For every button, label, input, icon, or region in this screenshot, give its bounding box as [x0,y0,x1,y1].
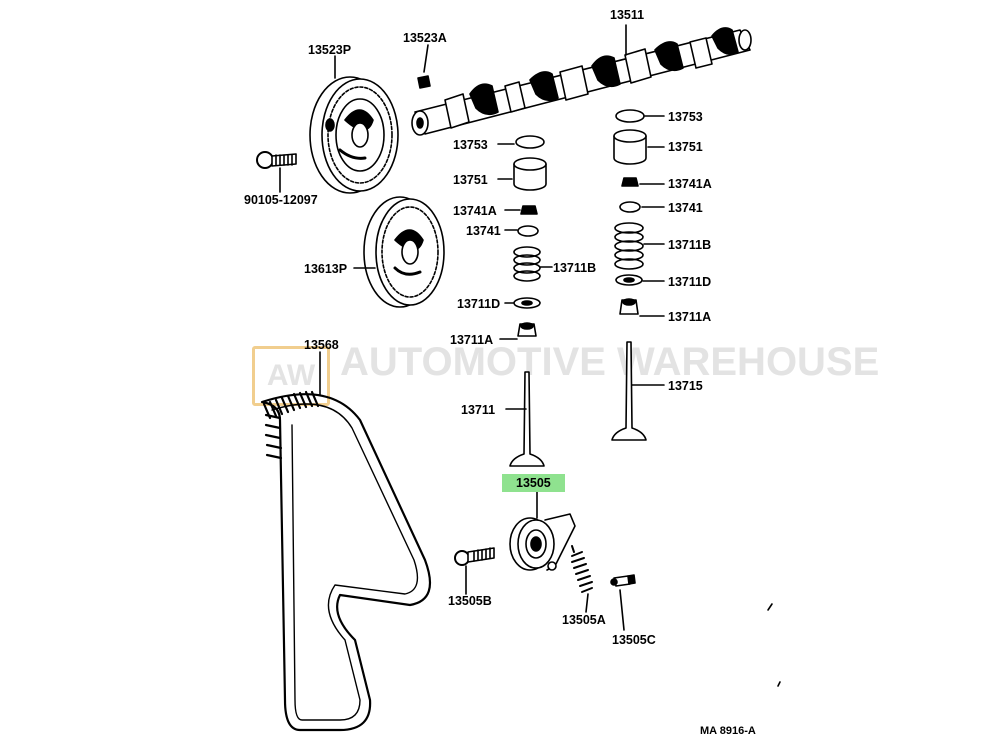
label-13741-left: 13741 [466,224,501,238]
label-13741-right: 13741 [668,201,703,215]
crank-pulley-13613P[interactable] [363,196,445,308]
label-13711A-right: 13711A [668,310,712,324]
left-valve-stack[interactable] [497,135,553,467]
label-13613P: 13613P [304,262,348,276]
label-13711D-left: 13711D [457,297,501,311]
diagram-reference: MA 8916-A [700,725,756,737]
bolt-90105-12097[interactable] [256,151,297,193]
bolt-13505B[interactable] [454,547,495,595]
label-13711B-left: 13711B [553,261,597,275]
label-13711D-right: 13711D [668,275,712,289]
label-13523A: 13523A [403,31,447,45]
label-90105-12097: 90105-12097 [244,193,318,207]
label-13753-right: 13753 [668,110,703,124]
label-13505C: 13505C [612,633,656,647]
label-13568: 13568 [304,338,339,352]
label-13751-right: 13751 [668,140,703,154]
label-13711A-left: 13711A [450,333,494,347]
key-13523A[interactable] [417,44,431,89]
timing-belt-13568[interactable] [260,351,432,732]
right-valve-stack[interactable] [611,109,665,441]
stud-13505C[interactable] [610,574,636,631]
label-13741A-right: 13741A [668,177,712,191]
label-13715: 13715 [668,379,703,393]
label-13711: 13711 [461,403,496,417]
idler-pulley-13505[interactable] [509,491,576,571]
label-13505A: 13505A [562,613,606,627]
label-13741A-left: 13741A [453,204,497,218]
label-13711B-right: 13711B [668,238,712,252]
tension-spring-13505A[interactable] [571,545,593,613]
label-13505-highlighted[interactable]: 13505 [502,474,565,492]
watermark-text: AUTOMOTIVE WAREHOUSE [340,340,880,384]
label-13751-left: 13751 [453,173,488,187]
cam-pulley-13523P[interactable] [309,76,399,194]
camshaft-13511[interactable] [411,24,752,136]
label-13511: 13511 [610,8,645,22]
label-13753-left: 13753 [453,138,488,152]
label-13505B: 13505B [448,594,492,608]
label-13523P: 13523P [308,43,352,57]
